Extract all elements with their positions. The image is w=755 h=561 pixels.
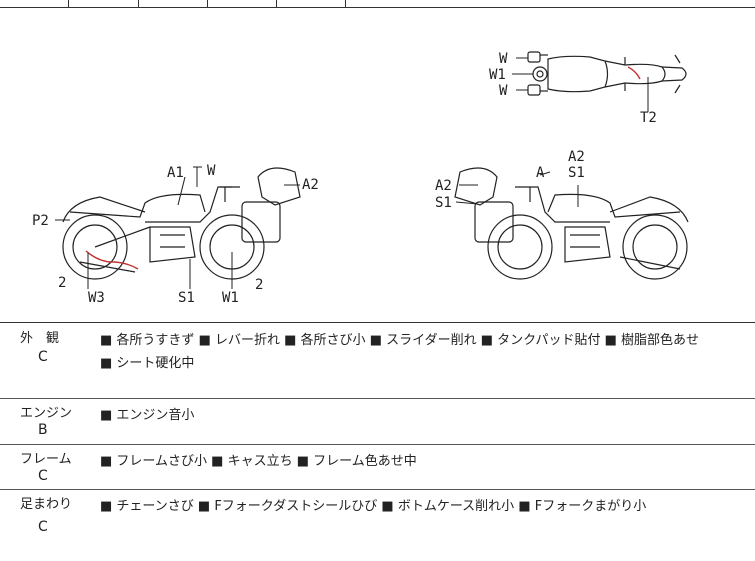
condition-item: ■ タンクパッド貼付	[480, 333, 601, 348]
row-grade: B	[38, 422, 48, 438]
condition-item: ■ フレームさび小	[100, 454, 208, 469]
row-items: ■ エンジン音小	[100, 404, 750, 427]
leader-lines	[55, 57, 649, 289]
header-row-strip	[0, 0, 755, 8]
condition-item: ■ シート硬化中	[100, 356, 195, 371]
row-label: エンジン	[20, 406, 73, 421]
diagram-label: S1	[435, 195, 452, 211]
row-label: 外 観	[20, 331, 60, 346]
condition-row-engine: エンジン B ■ エンジン音小	[0, 398, 755, 445]
condition-item: ■ キャス立ち	[211, 454, 293, 469]
condition-item: ■ レバー折れ	[198, 333, 280, 348]
condition-item: ■ 樹脂部色あせ	[604, 333, 700, 348]
diagram-label: A2	[568, 149, 585, 165]
motorcycle-diagram-svg: W W1 W T2 A1 W A2 P2 2 W3 S1 W1 2 A2 A S…	[32, 51, 689, 306]
diagram-label: W3	[88, 290, 105, 306]
row-grade: C	[38, 519, 48, 535]
diagram-label: A1	[167, 165, 184, 181]
condition-item: ■ スライダー削れ	[369, 333, 477, 348]
condition-item: ■ Fフォークダストシールひび	[197, 499, 378, 514]
condition-item: ■ 各所うすきず	[100, 333, 195, 348]
row-label: フレーム	[20, 452, 72, 467]
right-side-motorcycle	[454, 167, 689, 280]
row-grade: C	[38, 349, 48, 365]
row-items: ■ 各所うすきず ■ レバー折れ ■ 各所さび小 ■ スライダー削れ ■ タンク…	[100, 329, 750, 375]
diagram-label: T2	[640, 110, 657, 126]
condition-item: ■ Fフォークまがり小	[518, 499, 647, 514]
diagram-label: A2	[302, 177, 319, 193]
condition-item: ■ エンジン音小	[100, 408, 195, 423]
diagram-label: W1	[489, 67, 506, 83]
top-view-motorcycle	[527, 51, 687, 96]
diagram-label: W1	[222, 290, 239, 306]
row-label: 足まわり	[20, 497, 73, 512]
diagram-label: P2	[32, 213, 49, 229]
diagram-label: S1	[568, 165, 585, 181]
left-side-motorcycle	[62, 167, 301, 280]
condition-item: ■ チェーンさび	[100, 499, 194, 514]
row-items: ■ チェーンさび ■ Fフォークダストシールひび ■ ボトムケース削れ小 ■ F…	[100, 495, 750, 518]
condition-row-frame: フレーム C ■ フレームさび小 ■ キャス立ち ■ フレーム色あせ中	[0, 444, 755, 490]
condition-row-suspension: 足まわり C ■ チェーンさび ■ Fフォークダストシールひび ■ ボトムケース…	[0, 489, 755, 561]
condition-item: ■ ボトムケース削れ小	[381, 499, 515, 514]
diagram-label: S1	[178, 290, 195, 306]
row-items: ■ フレームさび小 ■ キャス立ち ■ フレーム色あせ中	[100, 450, 750, 473]
condition-row-exterior: 外 観 C ■ 各所うすきず ■ レバー折れ ■ 各所さび小 ■ スライダー削れ…	[0, 323, 755, 399]
row-grade: C	[38, 468, 48, 484]
diagram-label: 2	[58, 275, 66, 291]
condition-item: ■ フレーム色あせ中	[296, 454, 417, 469]
diagram-label: 2	[255, 277, 263, 293]
diagram-label: A2	[435, 178, 452, 194]
diagram-label: A	[536, 165, 545, 181]
diagram-label: W	[499, 51, 508, 67]
diagram-label: W	[207, 163, 216, 179]
condition-item: ■ 各所さび小	[284, 333, 366, 348]
diagram-label: W	[499, 83, 508, 99]
damage-diagram: W W1 W T2 A1 W A2 P2 2 W3 S1 W1 2 A2 A S…	[0, 7, 755, 323]
